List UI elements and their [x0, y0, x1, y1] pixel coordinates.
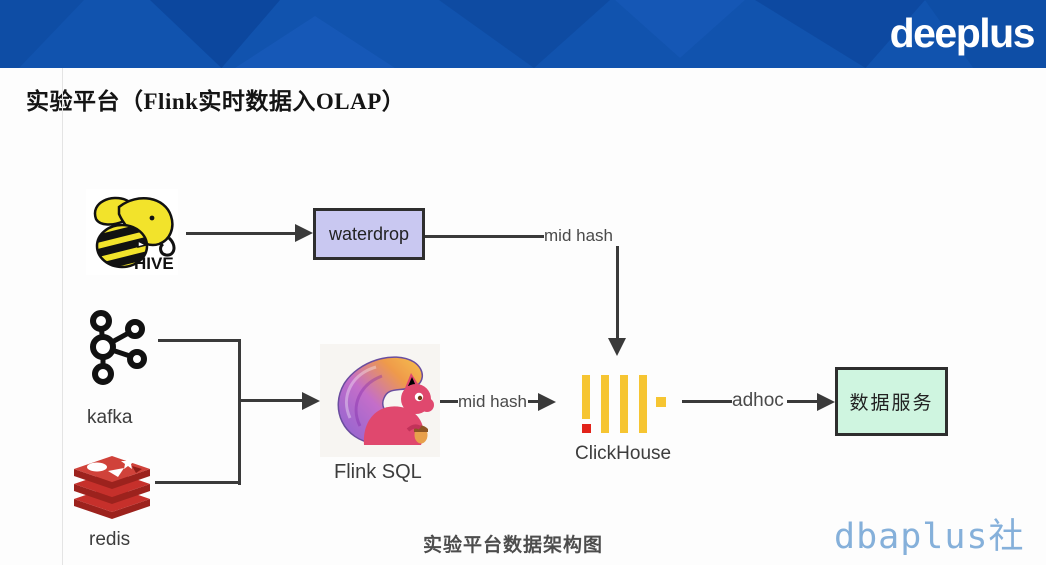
edge-waterdrop-line — [425, 235, 544, 238]
edge-midhash-clickhouse-line — [616, 246, 619, 343]
page-title: 实验平台（Flink实时数据入OLAP） — [26, 89, 406, 114]
edge-clickhouse-line — [682, 400, 732, 403]
redis-label: redis — [89, 529, 131, 550]
left-guide-line — [62, 68, 63, 565]
header-decor-shape — [615, 0, 745, 58]
arrowhead-right-icon — [817, 393, 835, 411]
edge-adhoc-line — [787, 400, 817, 403]
clickhouse-label: ClickHouse — [575, 443, 672, 464]
node-waterdrop: waterdrop — [313, 208, 425, 260]
hive-icon: HIVE — [86, 189, 178, 275]
arrowhead-right-icon — [302, 392, 320, 410]
arrowhead-down-icon — [608, 338, 626, 356]
deeplus-logo: deeplus — [889, 10, 1036, 56]
kafka-icon — [90, 310, 147, 385]
edge-kafka-line — [158, 339, 240, 342]
header-decor-shape — [0, 0, 84, 68]
redis-icon — [74, 456, 150, 519]
flink-sql-label: Flink SQL — [334, 461, 422, 483]
edge-label-adhoc: adhoc — [732, 390, 784, 411]
edge-label-mid-hash-mid: mid hash — [458, 392, 527, 411]
arrowhead-right-icon — [295, 224, 313, 242]
kafka-label: kafka — [87, 407, 133, 428]
hive-label: HIVE — [134, 254, 174, 273]
diagram-caption: 实验平台数据架构图 — [423, 535, 604, 556]
flink-logo — [320, 344, 440, 457]
data-service-label: 数据服务 — [849, 393, 934, 414]
waterdrop-label: waterdrop — [328, 223, 410, 244]
clickhouse-icon — [582, 375, 666, 433]
arrowhead-right-icon — [538, 393, 556, 411]
edge-junction-flink-line — [240, 399, 302, 402]
flink-squirrel-icon — [337, 356, 434, 445]
edge-junction-line — [238, 339, 241, 485]
edge-label-mid-hash-top: mid hash — [544, 226, 613, 245]
header-decor-shape — [439, 0, 610, 68]
edge-redis-line — [155, 481, 240, 484]
header-banner: deeplus — [0, 0, 1046, 68]
edge-flink-clickhouse-line — [528, 400, 540, 403]
dbaplus-watermark: dbaplus社群 — [834, 517, 1025, 557]
edge-flink-line — [440, 400, 458, 403]
edge-hive-waterdrop-line — [186, 232, 298, 235]
node-data-service: 数据服务 — [835, 367, 948, 436]
